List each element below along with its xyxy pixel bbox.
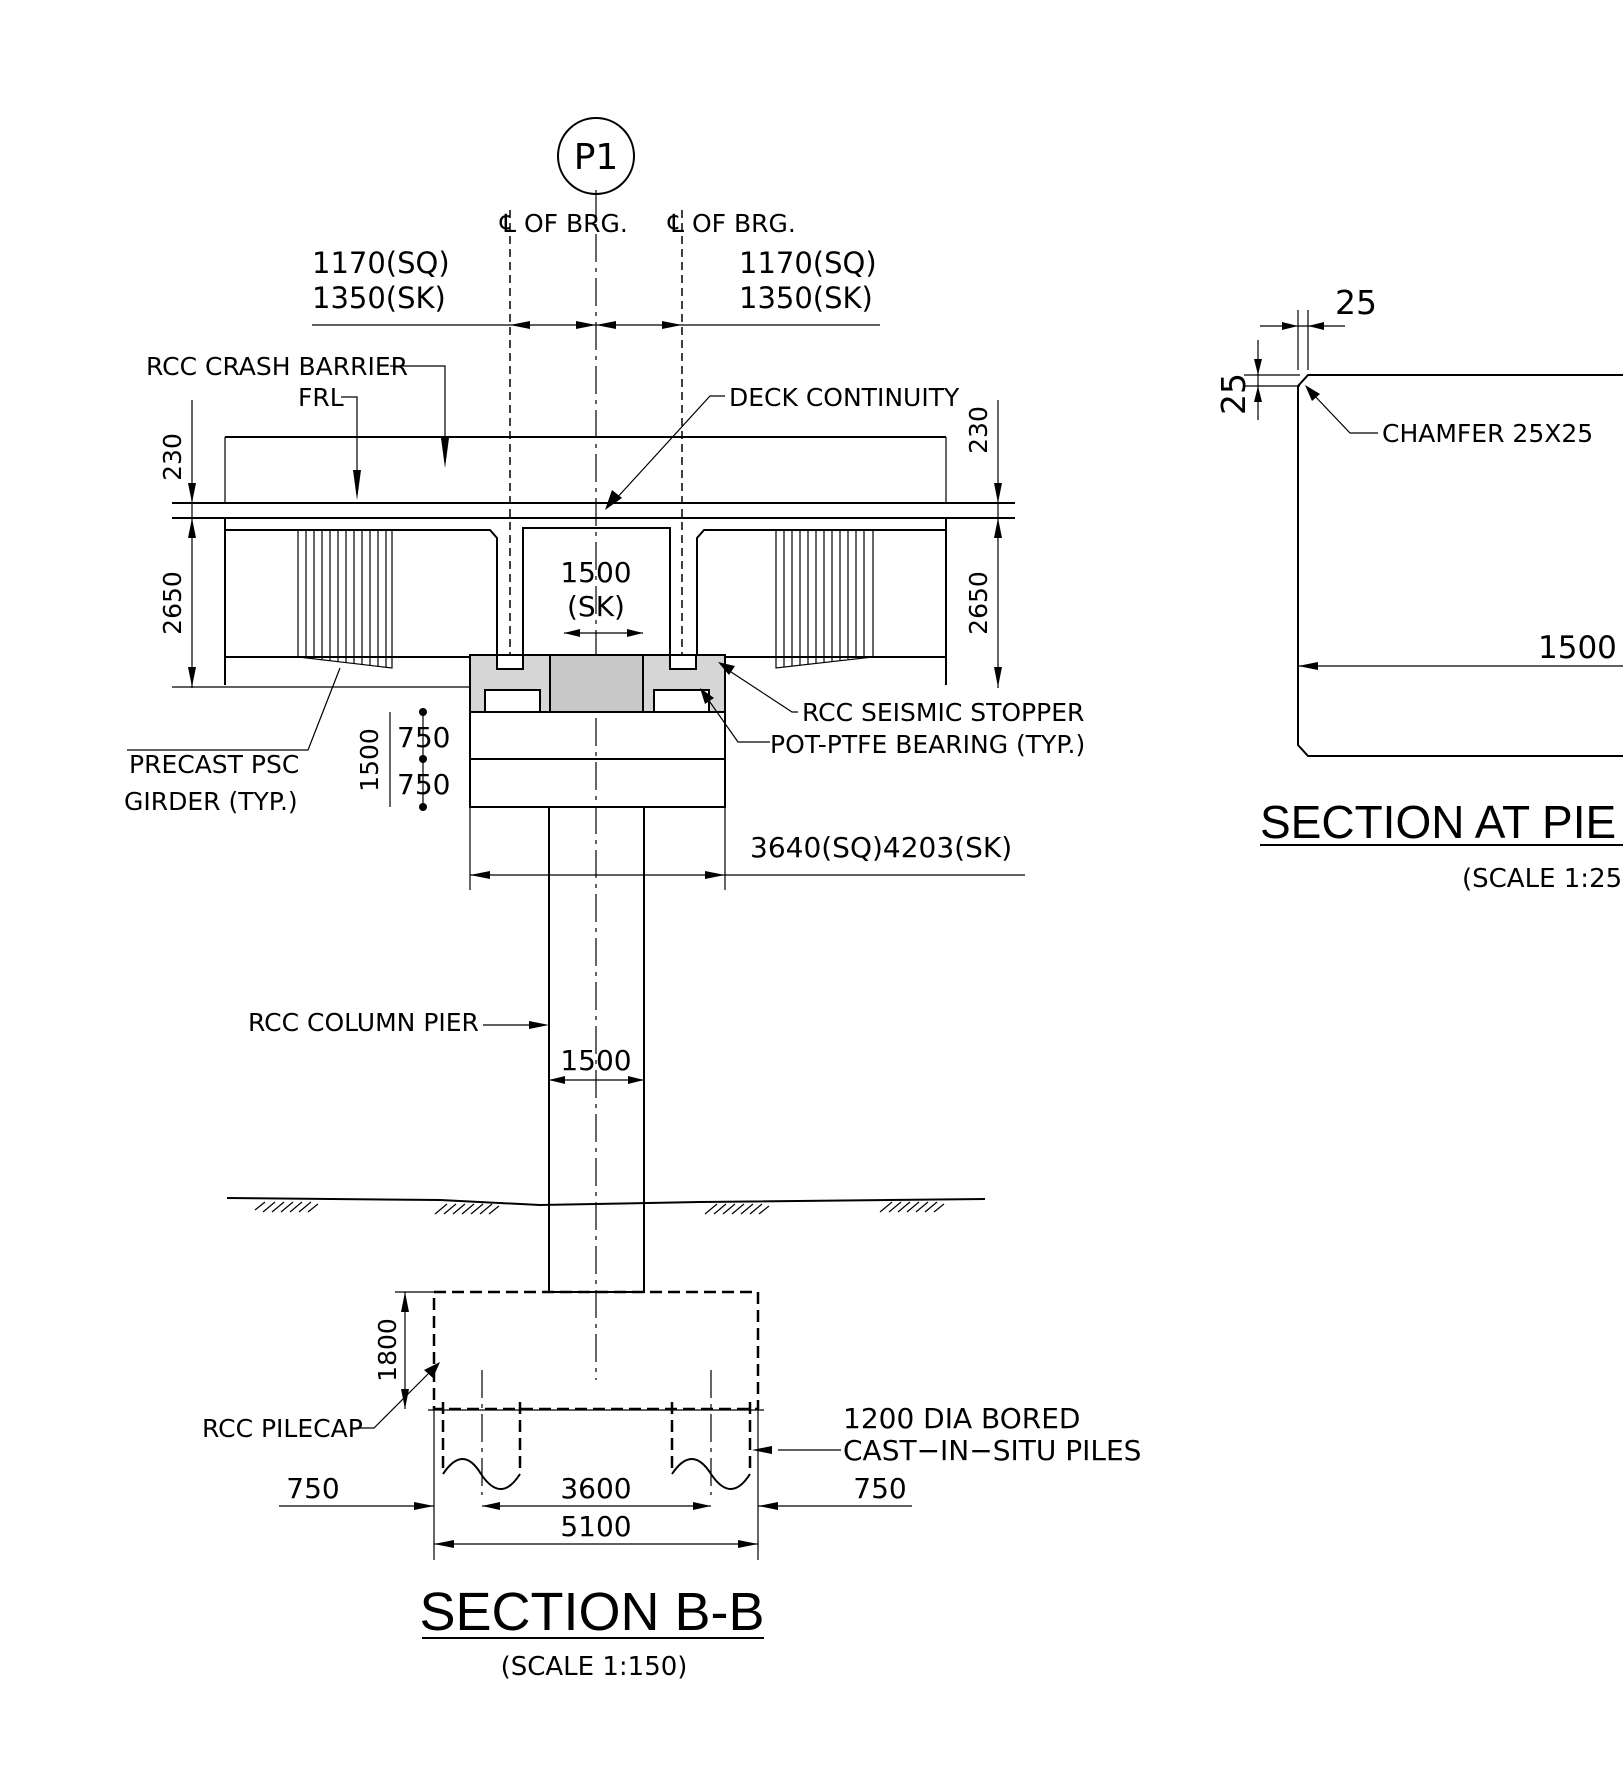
dim-750-left: 750	[286, 1472, 339, 1505]
section-bb-scale: (SCALE 1:150)	[501, 1652, 688, 1682]
ground-hatch	[254, 1201, 945, 1215]
pile-right	[670, 1402, 752, 1474]
deck-continuity-slot	[522, 527, 671, 655]
cl-bearing-left-label: ℄ OF BRG.	[499, 209, 628, 238]
pier-section-outline	[1297, 374, 1623, 757]
section-pier-title: SECTION AT PIE	[1260, 796, 1616, 848]
span-right-sq: 1170(SQ)	[739, 246, 877, 280]
cl-bearing-right-label: ℄ OF BRG.	[667, 209, 796, 238]
pier-section-dim-1500: 1500	[1538, 630, 1617, 666]
frl-label: FRL	[298, 383, 344, 412]
ground-line	[226, 1197, 986, 1207]
girder-left	[224, 518, 498, 655]
piles-label-a: 1200 DIA BORED	[843, 1402, 1081, 1435]
dim-5100: 5100	[560, 1510, 631, 1543]
girder-web-right	[775, 529, 874, 669]
crash-barrier-label: RCC CRASH BARRIER	[146, 352, 408, 381]
pot-bearing-left	[484, 689, 541, 713]
piles-label-b: CAST−IN−SITU PILES	[843, 1434, 1141, 1467]
pile-left	[441, 1402, 522, 1474]
pier-section-dim-25-side: 25	[1214, 373, 1253, 415]
dim-2650-right: 2650	[964, 571, 993, 635]
dim-3600: 3600	[560, 1472, 631, 1505]
dim-750-a: 750	[397, 721, 450, 754]
span-left-sk: 1350(SK)	[312, 281, 446, 315]
girder-right	[696, 518, 947, 655]
dim-1500-column: 1500	[560, 1044, 631, 1077]
seismic-stopper-label: RCC SEISMIC STOPPER	[802, 698, 1084, 727]
chamfer-label: CHAMFER 25X25	[1382, 419, 1593, 448]
column-pier-label: RCC COLUMN PIER	[248, 1008, 479, 1037]
pier-tag: P1	[574, 137, 619, 178]
cap-width-dim: 3640(SQ)4203(SK)	[750, 831, 1012, 864]
pier-tag-circle	[557, 117, 635, 195]
span-left-sq: 1170(SQ)	[312, 246, 450, 280]
section-bb-title: SECTION B-B	[419, 1582, 764, 1642]
pot-bearing-right	[653, 689, 710, 713]
pier-section-dim-25-top: 25	[1335, 283, 1377, 322]
pilecap	[432, 1290, 760, 1411]
dim-2650-left: 2650	[158, 571, 187, 635]
dim-230-right: 230	[964, 406, 993, 454]
dim-750-right: 750	[853, 1472, 906, 1505]
pilecap-label: RCC PILECAP	[202, 1414, 363, 1443]
dim-1500-sk-a: 1500	[560, 556, 631, 589]
dim-230-left: 230	[158, 433, 187, 481]
span-right-sk: 1350(SK)	[739, 281, 873, 315]
section-pier-scale: (SCALE 1:25	[1462, 864, 1622, 894]
girder-label-a: PRECAST PSC	[129, 750, 299, 779]
deck-continuity-label: DECK CONTINUITY	[729, 383, 960, 412]
section-at-pier: 1500 25 25 CHAMFER 25X25 SECTION AT PIE …	[1214, 283, 1623, 894]
dim-1500-sk-b: (SK)	[567, 590, 625, 623]
bearing-label: POT-PTFE BEARING (TYP.)	[770, 730, 1085, 759]
dim-1500-cap: 1500	[355, 728, 384, 792]
girder-web-left	[297, 529, 393, 669]
dim-1800: 1800	[373, 1318, 402, 1382]
dim-750-b: 750	[397, 768, 450, 801]
section-b-b: P1 ℄ OF BRG. ℄ OF BRG. 1170(SQ) 1350(SK)…	[124, 117, 1141, 1682]
girder-label-b: GIRDER (TYP.)	[124, 787, 298, 816]
